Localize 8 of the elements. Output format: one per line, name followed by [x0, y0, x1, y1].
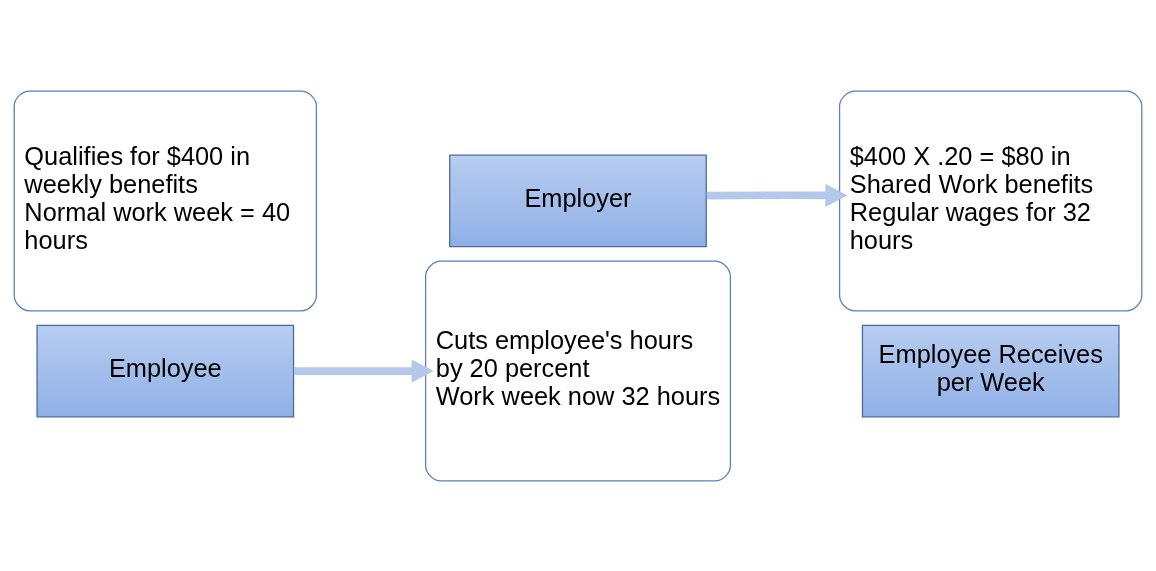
node-box: Qualifies for $400 in weekly benefits Normal work week = 40 hours: [13, 89, 318, 311]
arrow: [294, 358, 434, 383]
node-box: Employer: [449, 154, 707, 247]
node-box: Employee Receives per Week: [861, 324, 1120, 417]
node-box: Cuts employee's hours by 20 percent Work week now 32 hours: [425, 260, 731, 482]
arrow: [706, 183, 848, 207]
node-box: Employee: [36, 324, 295, 417]
node-box: $400 X .20 = $80 in Shared Work benefits Regular wages for 32 hours: [838, 89, 1143, 311]
